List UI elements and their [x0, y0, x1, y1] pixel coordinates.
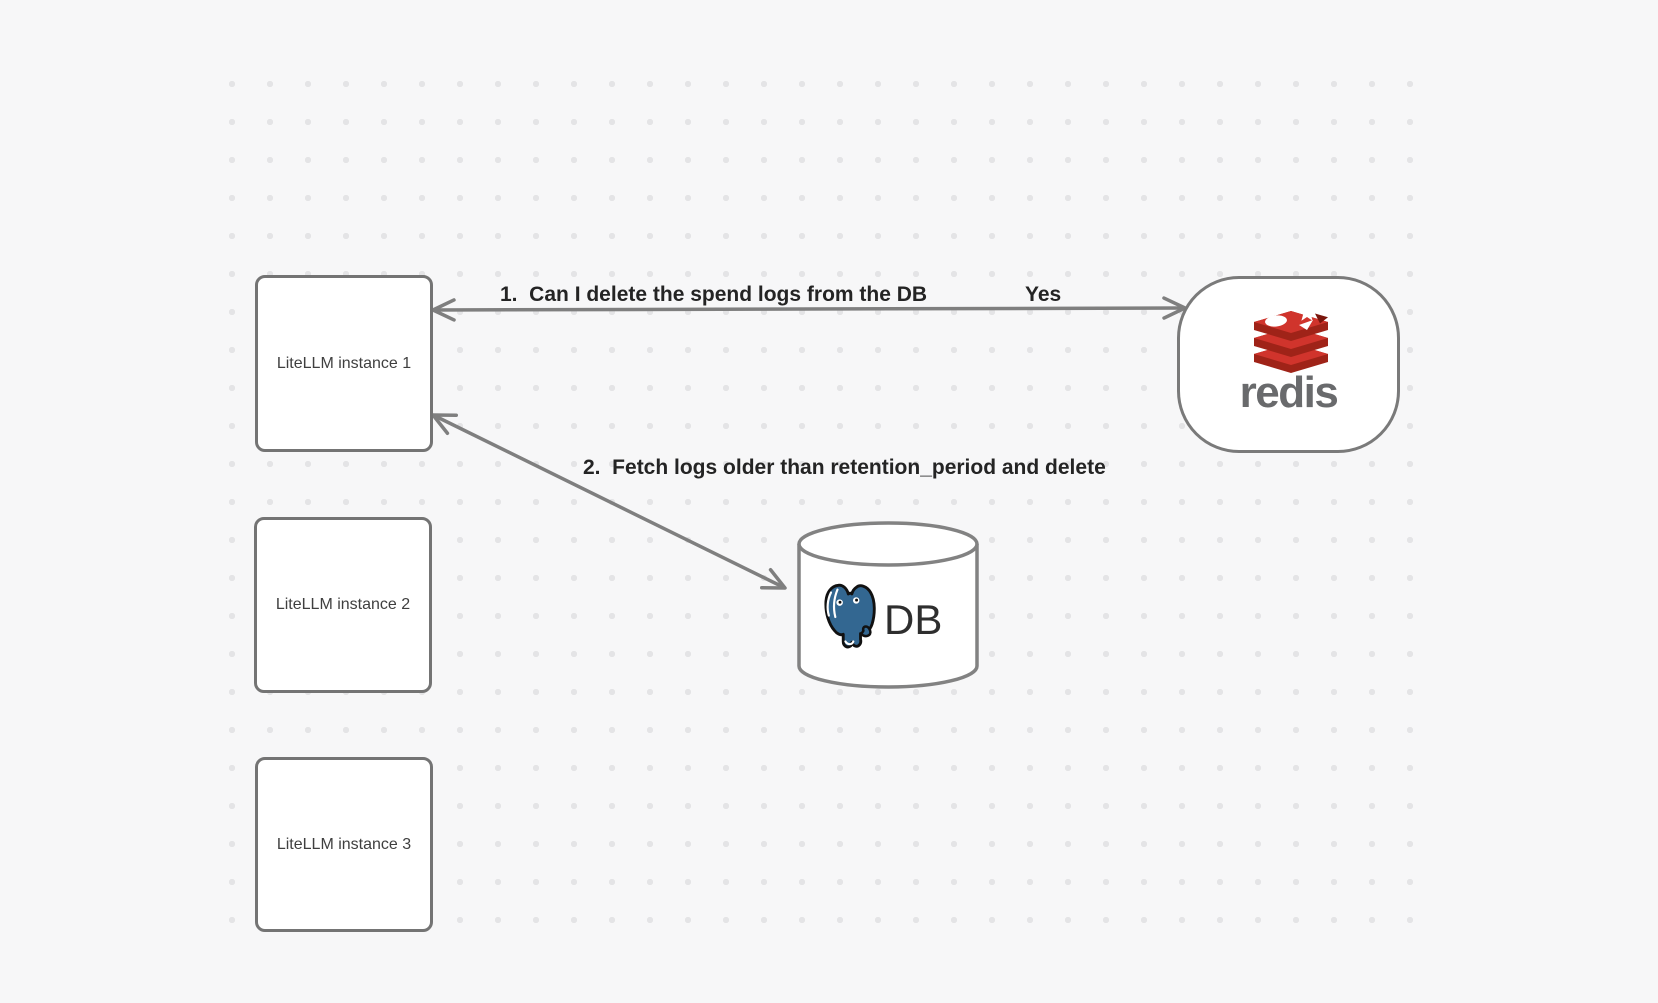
edge2-action-label: 2. Fetch logs older than retention_perio…	[583, 456, 1106, 479]
edge1-question-label: 1. Can I delete the spend logs from the …	[500, 283, 928, 306]
postgresql-elephant-icon	[824, 583, 876, 649]
edge-litellm-redis[interactable]	[431, 296, 1187, 322]
node-label: LiteLLM instance 1	[276, 354, 412, 372]
redis-stacked-cubes-icon	[1254, 303, 1328, 373]
database-label: DB	[884, 596, 943, 643]
node-label: LiteLLM instance 2	[275, 596, 411, 613]
redis-wordmark: redis	[1239, 368, 1339, 417]
node-redis[interactable]: redis	[1177, 276, 1400, 453]
edge-litellm-database[interactable]	[431, 413, 787, 590]
database-cylinder-icon	[797, 521, 979, 689]
node-litellm-instance-1[interactable]: LiteLLM instance 1	[255, 275, 433, 452]
node-litellm-instance-2[interactable]: LiteLLM instance 2	[254, 517, 432, 693]
edge1-response-label: Yes	[1025, 283, 1062, 306]
node-litellm-instance-3[interactable]: LiteLLM instance 3	[255, 757, 433, 932]
node-label: LiteLLM instance 3	[276, 835, 412, 853]
node-database[interactable]	[795, 518, 981, 694]
